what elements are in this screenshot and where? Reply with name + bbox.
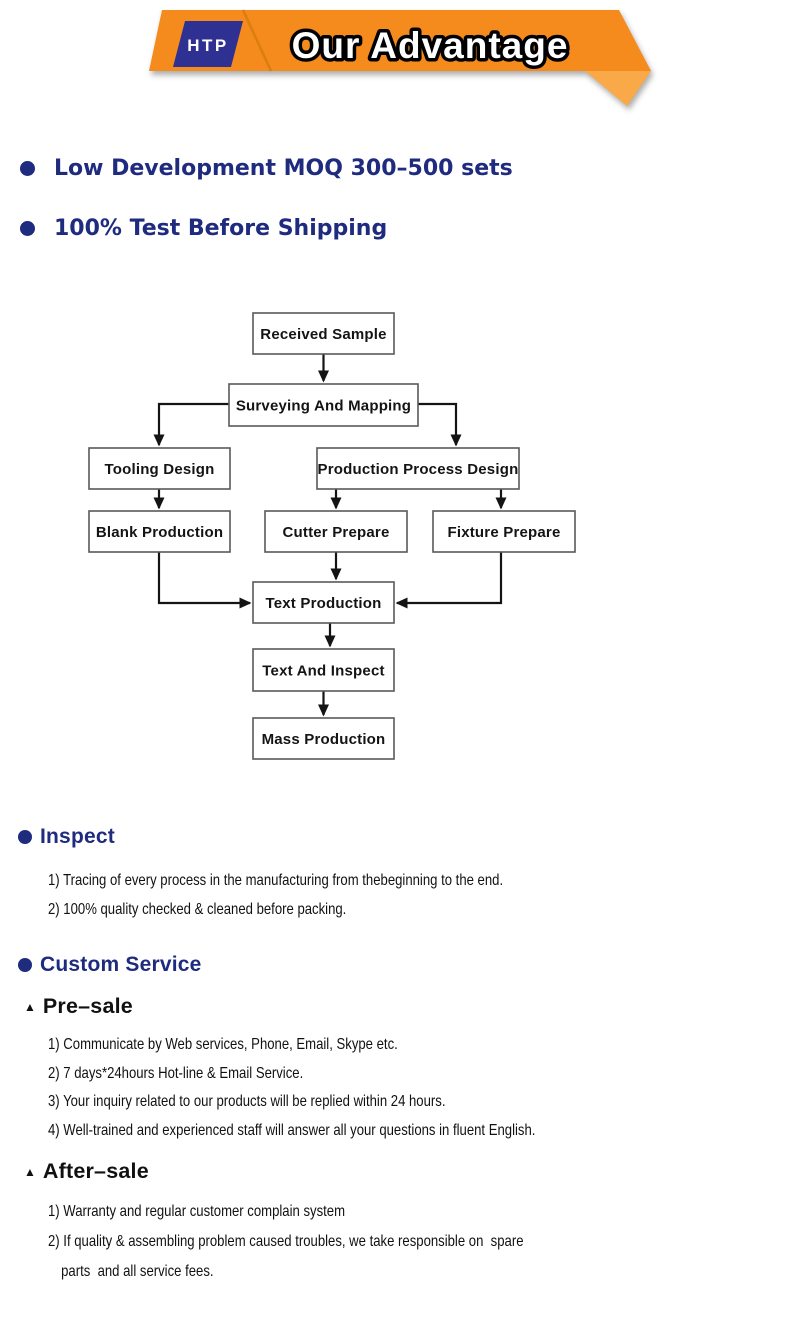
section-title: Inspect	[40, 825, 115, 848]
after-sale-items: 1) Warranty and regular customer complai…	[48, 1197, 523, 1287]
list-item: 1) Warranty and regular customer complai…	[48, 1203, 346, 1220]
inspect-items: 1) Tracing of every process in the manuf…	[48, 867, 503, 924]
advantage-item-2: 100% Test Before Shipping	[20, 216, 387, 241]
subsection-after-sale-header: ▲ After–sale	[24, 1159, 149, 1184]
ribbon-bar	[149, 10, 651, 71]
logo-text: HTP	[187, 36, 229, 55]
flow-node-ppd	[316, 447, 520, 490]
flow-node-textprod	[252, 581, 395, 624]
list-item: 3) Your inquiry related to our products …	[48, 1093, 446, 1111]
subsection-pre-sale-header: ▲ Pre–sale	[24, 994, 133, 1019]
ribbon-seam	[241, 9, 273, 72]
flow-node-label-cutter: Cutter Prepare	[282, 524, 389, 541]
flow-node-label-blank: Blank Production	[96, 524, 223, 541]
list-item: 2) If quality & assembling problem cause…	[48, 1233, 524, 1250]
flow-node-textinsp	[252, 648, 395, 692]
bullet-dot-icon	[18, 958, 32, 972]
flow-edge-surveying-tooling	[153, 402, 229, 447]
flow-node-received	[252, 312, 395, 355]
list-item: 1) Communicate by Web services, Phone, E…	[48, 1036, 398, 1053]
advantage-text: Low Development MOQ 300–500 sets	[54, 156, 513, 181]
pre-sale-items: 1) Communicate by Web services, Phone, E…	[48, 1031, 535, 1146]
flow-edge-fixture-textprod	[395, 552, 503, 609]
flow-node-surveying	[228, 383, 419, 427]
list-item: 4) Well-trained and experienced staff wi…	[48, 1122, 536, 1140]
ribbon-shapes: HTP Our Advantage	[149, 9, 651, 106]
advantage-text: 100% Test Before Shipping	[54, 216, 388, 241]
flow-node-label-received: Received Sample	[260, 326, 386, 343]
subsection-title: Pre–sale	[42, 994, 133, 1018]
subsection-title: After–sale	[42, 1159, 149, 1183]
flow-node-label-textinsp: Text And Inspect	[262, 663, 384, 680]
section-custom-service-header: Custom Service	[18, 953, 202, 977]
flow-edge-blank-textprod	[157, 552, 252, 609]
flow-edge-surveying-ppd	[418, 402, 462, 447]
section-inspect-header: Inspect	[18, 825, 115, 849]
ribbon-fold	[585, 71, 651, 106]
list-item-continuation: parts and all service fees.	[61, 1263, 214, 1280]
section-title: Custom Service	[40, 953, 202, 976]
flow-node-label-mass: Mass Production	[262, 731, 386, 748]
flow-node-fixture	[432, 510, 576, 553]
list-item: 2) 7 days*24hours Hot-line & Email Servi…	[48, 1064, 304, 1082]
bullet-dot-icon	[20, 161, 35, 176]
triangle-icon: ▲	[24, 999, 36, 1014]
bullet-dot-icon	[20, 221, 35, 236]
flow-node-blank	[88, 510, 231, 553]
bullet-dot-icon	[18, 830, 32, 844]
flow-node-tooling	[88, 447, 231, 490]
flow-node-label-tooling: Tooling Design	[104, 461, 214, 478]
flow-node-label-fixture: Fixture Prepare	[447, 524, 560, 541]
list-item: 1) Tracing of every process in the manuf…	[48, 872, 504, 889]
flow-node-cutter	[264, 510, 408, 553]
flow-node-label-surveying: Surveying And Mapping	[236, 398, 411, 415]
triangle-icon: ▲	[24, 1164, 36, 1179]
banner-title: Our Advantage	[292, 25, 569, 66]
logo-parallelogram	[173, 21, 243, 67]
flow-node-label-textprod: Text Production	[265, 595, 381, 612]
list-item: 2) 100% quality checked & cleaned before…	[48, 900, 347, 918]
banner-ribbon: HTP Our Advantage	[149, 9, 651, 106]
advantage-item-1: Low Development MOQ 300–500 sets	[20, 156, 513, 181]
flow-node-mass	[252, 717, 395, 760]
flow-node-label-ppd: Production Process Design	[318, 461, 519, 478]
